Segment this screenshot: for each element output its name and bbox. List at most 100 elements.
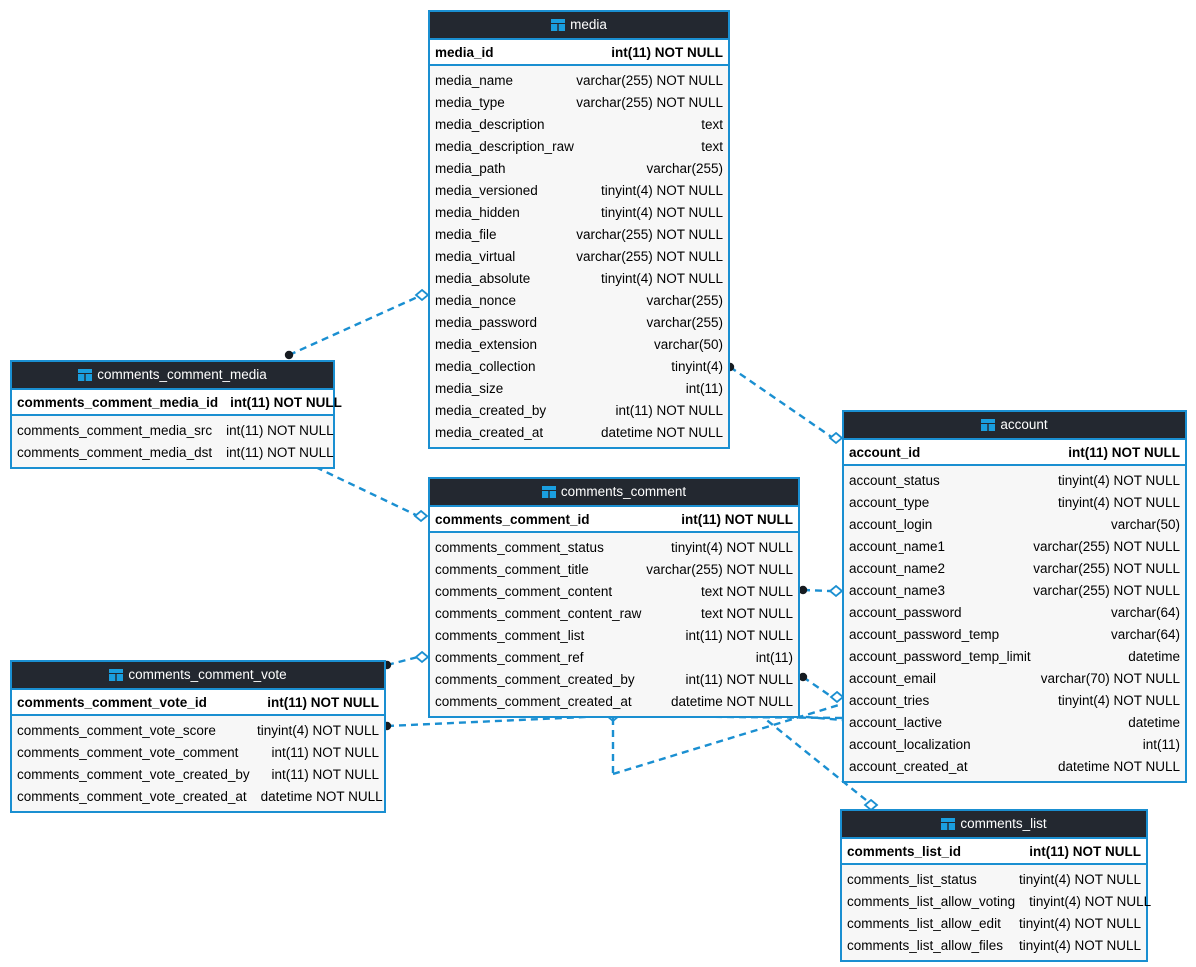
field-type: varchar(255) NOT NULL xyxy=(1033,538,1180,554)
field-type: int(11) NOT NULL xyxy=(615,402,723,418)
field-type: varchar(50) xyxy=(1110,516,1180,532)
entity-header-media: media xyxy=(430,12,728,38)
field-name: media_path xyxy=(435,160,506,176)
table-icon xyxy=(941,813,956,830)
field-name: media_created_by xyxy=(435,402,547,418)
field-type: int(11) NOT NULL xyxy=(271,744,379,760)
field-name: comments_comment_vote_id xyxy=(17,694,207,710)
field-type: int(11) NOT NULL xyxy=(685,627,793,643)
field-type: varchar(255) NOT NULL xyxy=(1033,582,1180,598)
field-name: media_nonce xyxy=(435,292,517,308)
field-name: media_description_raw xyxy=(435,138,574,154)
field-name: account_tries xyxy=(849,692,930,708)
table-icon xyxy=(541,481,556,498)
field-name: comments_list_allow_files xyxy=(847,937,1004,953)
field-name: media_id xyxy=(435,44,494,60)
field-name: account_name3 xyxy=(849,582,946,598)
field-type: datetime xyxy=(1128,714,1180,730)
entity-header-comments_comment_vote: comments_comment_vote xyxy=(12,662,384,688)
entity-title: account xyxy=(1000,417,1048,432)
field-type: int(11) NOT NULL xyxy=(267,694,379,710)
entity-header-comments_comment_media: comments_comment_media xyxy=(12,362,333,388)
field-type: tinyint(4) NOT NULL xyxy=(1018,871,1141,887)
entity-comments_comment_media[interactable]: comments_comment_media comments_comment_… xyxy=(10,360,342,469)
primary-key-row: comments_comment_id int(11) NOT NULL xyxy=(430,505,798,533)
field-name: account_name2 xyxy=(849,560,946,576)
field-name: account_email xyxy=(849,670,937,686)
entity-media[interactable]: media media_id int(11) NOT NULL media_na… xyxy=(428,10,730,449)
entity-title: media xyxy=(570,17,607,32)
field-type: tinyint(4) NOT NULL xyxy=(600,270,723,286)
entity-title: comments_list xyxy=(960,816,1047,831)
field-type: int(11) NOT NULL xyxy=(685,671,793,687)
field-type: tinyint(4) NOT NULL xyxy=(1057,494,1180,510)
entity-comments_list[interactable]: comments_list comments_list_id int(11) N… xyxy=(840,809,1151,962)
field-name: comments_comment_created_by xyxy=(435,671,635,687)
edge-comments_comment-account-created-by xyxy=(798,584,844,598)
field-name: media_collection xyxy=(435,358,536,374)
field-name: comments_list_allow_voting xyxy=(847,893,1016,909)
entity-account[interactable]: account account_id int(11) NOT NULL acco… xyxy=(842,410,1187,783)
field-name: comments_comment_vote_created_by xyxy=(17,766,250,782)
field-row: account_tries tinyint(4) NOT NULL xyxy=(844,689,1185,711)
field-type: text NOT NULL xyxy=(700,583,793,599)
edge-comments_comment_media-media xyxy=(284,288,430,360)
field-row: media_created_by int(11) NOT NULL xyxy=(430,399,728,421)
entity-header-comments_comment: comments_comment xyxy=(430,479,798,505)
entity-comments_comment[interactable]: comments_comment comments_comment_id int… xyxy=(428,477,800,718)
field-name: comments_comment_media_src xyxy=(17,422,213,438)
field-name: media_absolute xyxy=(435,270,531,286)
field-name: comments_comment_title xyxy=(435,561,589,577)
field-type: varchar(255) NOT NULL xyxy=(646,561,793,577)
field-name: account_name1 xyxy=(849,538,946,554)
field-row: media_absolute tinyint(4) NOT NULL xyxy=(430,267,728,289)
primary-key-row: comments_comment_media_id int(11) NOT NU… xyxy=(12,388,342,416)
field-name: comments_list_status xyxy=(847,871,977,887)
field-name: account_localization xyxy=(849,736,971,752)
field-type: varchar(64) xyxy=(1110,626,1180,642)
field-type: varchar(255) NOT NULL xyxy=(576,248,723,264)
field-name: comments_comment_ref xyxy=(435,649,584,665)
entity-title: comments_comment xyxy=(560,484,687,499)
field-name: comments_comment_vote_created_at xyxy=(17,788,247,804)
field-type: text NOT NULL xyxy=(700,605,793,621)
field-list: media_name varchar(255) NOT NULL media_ty… xyxy=(430,66,728,447)
field-type: datetime xyxy=(1128,648,1180,664)
field-name: comments_list_id xyxy=(847,843,962,859)
field-name: media_name xyxy=(435,72,514,88)
field-type: int(11) NOT NULL xyxy=(681,511,793,527)
field-type: int(11) xyxy=(685,380,723,396)
field-type: varchar(255) NOT NULL xyxy=(576,72,723,88)
field-name: media_type xyxy=(435,94,505,110)
field-type: int(11) NOT NULL xyxy=(230,394,342,410)
entity-comments_comment_vote[interactable]: comments_comment_vote comments_comment_v… xyxy=(10,660,386,813)
field-type: tinyint(4) NOT NULL xyxy=(600,204,723,220)
field-type: tinyint(4) NOT NULL xyxy=(1057,692,1180,708)
field-name: account_created_at xyxy=(849,758,968,774)
field-name: media_created_at xyxy=(435,424,544,440)
field-type: int(11) NOT NULL xyxy=(271,766,379,782)
field-type: int(11) NOT NULL xyxy=(611,44,723,60)
table-icon xyxy=(109,664,124,681)
field-type: datetime NOT NULL xyxy=(670,693,793,709)
